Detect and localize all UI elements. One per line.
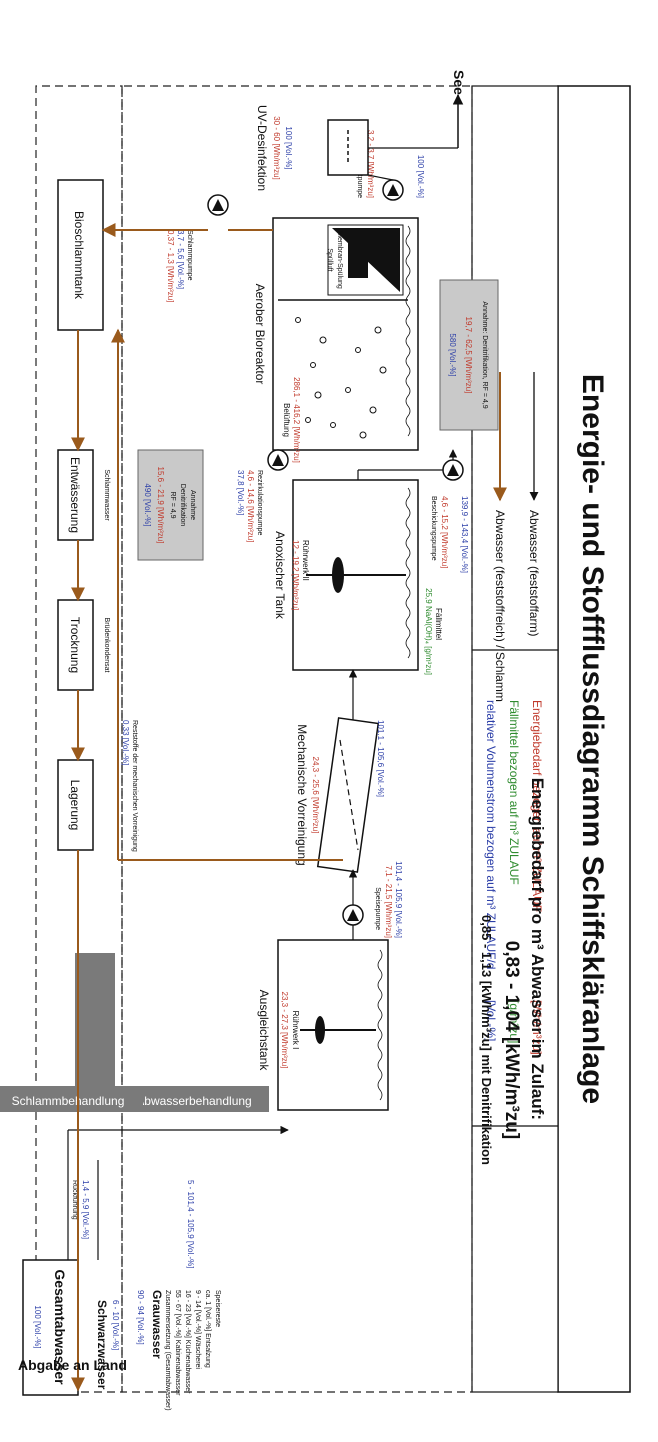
screen-energy: 24,3 - 25,6 [Wh/m³zu] [311,757,320,834]
screen-out-vol: 101,1 - 105,6 [Vol.-%] [376,720,385,797]
legend-volume-unit: [Vol.-%] [484,1000,498,1041]
membrane-label: Membran-Spülung [336,231,343,289]
svg-text:19,7 - 62,5 [Wh/m³zu]: 19,7 - 62,5 [Wh/m³zu] [464,317,473,394]
grey-water-title: Grauwasser [150,1290,164,1359]
svg-text:Speisereste: Speisereste [214,1290,221,1327]
mechanical-screen [316,717,380,873]
screen-name: Mechanische Vorreinigung [295,724,309,865]
to-tank-flow: 5 - 101,4 - 105,9 [Vol.-%] [186,1180,195,1269]
section-label-box [75,953,115,1103]
bio-feed-pump-label: Beschickungspumpe [430,496,437,561]
filtrate-label: Schlammwasser [103,469,110,521]
legend-volume: relativer Volumenstrom bezogen auf m³ ZU… [484,700,498,969]
mixer-i-icon [315,1016,325,1044]
sludge-pump-vol: 3,7 - 5,6 [Vol.-%] [176,230,185,289]
tank-name: Ausgleichstank [257,990,271,1072]
uv-vol: 100 [Vol.-%] [284,126,293,169]
uv-energy: 30 - 60 [Wh/m³zu] [272,116,281,180]
mixer-ii-icon [332,557,344,593]
legend-wastewater: Abwasser (feststoffarm) [527,510,541,636]
svg-text:55 - 67 [Vol.-%] Kabinenabwas: 55 - 67 [Vol.-%] Kabinenabwasser [174,1290,181,1396]
drying-name: Trocknung [68,617,82,673]
membrane-text: Spülluft [326,248,333,271]
aeration-bubbles [295,317,387,439]
svg-text:ca. 1 [Vol.-%] Entsalzung: ca. 1 [Vol.-%] Entsalzung [204,1290,211,1368]
recirc-pump-label: Rezirkulationspumpe [256,470,263,535]
condensate-label: Brüdenkondensat [103,618,110,673]
recirc-vol: 37,8 [Vol.-%] [236,470,245,515]
floc-label: Fällmittel [434,608,443,640]
legend-sludge: Abwasser (feststoffreich) / Schlamm [493,510,507,702]
section-wastewater-tag: Abwasserbehandlung [119,1086,269,1112]
svg-text:Annahme: Annahme [189,490,196,520]
mixer-i-label: Rührwerk I [291,1011,300,1050]
feed-pump-label: Speisepumpe [374,887,381,930]
section-sludge-tag: Schlammbehandlung [0,1086,143,1112]
legend-energy: Energiebedarf bezogen auf m³ ZULAUF [530,700,544,912]
mixer-ii-energy: 12 - 19,2 [Wh/m³zu] [291,540,300,610]
permeate-vol: 100 [Vol.-%] [416,155,425,198]
anoxic-name: Anoxischer Tank [273,531,287,620]
grey-water-val: 90 - 94 [Vol.-%] [136,1290,145,1345]
bio-name: Aerober Bioreaktor [253,284,267,385]
screen-sludge-label: Reststoffe der mechanischen Vorreinigung [131,720,138,852]
storage-name: Lagerung [68,780,82,831]
sea-label: See [451,70,467,95]
legend-floc-unit: [g/m³zu] [507,1000,521,1043]
mixer-ii-label: Rührwerk II [301,540,310,581]
svg-text:Abwasserbehandlung: Abwasserbehandlung [136,1094,251,1108]
sludge-section [35,85,123,1393]
summary-line2: 0,83 - 1,04 [kWh/m³zu] [501,941,522,1140]
svg-text:Schlammbehandlung: Schlammbehandlung [12,1094,125,1108]
recycle-label: Rückführung [71,1180,78,1220]
aeration-energy: 286,1 - 416,2 [Wh/m³zu] [292,377,301,463]
svg-text:15,6 - 21,9 [Wh/m³zu]: 15,6 - 21,9 [Wh/m³zu] [156,467,165,544]
aeration-label: Belüftung [282,403,291,437]
sludge-tank [57,179,104,331]
floc-dose: 25,9 NaAl(OH)₄ [g/m³zu] [424,588,433,675]
bio-in-vol: 139,9 - 143,4 [Vol.-%] [460,496,469,573]
legend-energy-unit: [Wh/m³zu] [530,1000,544,1055]
black-water-val: 6 - 10 [Vol.-%] [111,1300,120,1350]
dewatering-name: Entwässerung [68,457,82,533]
influent-box [22,1259,79,1396]
anox-note-box: Annahme Denitrifikation RF = 4,9 15,6 - … [137,449,204,561]
sludge-pump-energy: 0,37 - 1,3 [Wh/m³zu] [166,230,175,302]
uv-name: UV-Desinfektion [255,105,269,191]
svg-text:16 - 23 [Vol.-%] Küchenabwass: 16 - 23 [Vol.-%] Küchenabwasser [184,1290,191,1394]
svg-text:490 [Vol.-%]: 490 [Vol.-%] [143,483,152,526]
permeate-energy: 3,2 - 3,7 [Wh/m³zu] [366,130,375,198]
recirc-energy: 4,6 - 14,6 [Wh/m³zu] [246,470,255,542]
after-tank-energy: 7,1 - 21,5 [Wh/m³zu] [384,866,393,938]
summary-line1: Energiebedarf pro m³ Abwasser im Zulauf: [528,778,547,1120]
bio-in-energy: 4,6 - 15,2 [Wh/m³zu] [440,496,449,568]
after-tank-vol: 101,4 - 105,9 [Vol.-%] [394,861,403,938]
land-label: Abgabe an Land [18,1357,127,1373]
mixer-i-energy: 23,3 - 27,3 [Wh/m³zu] [280,992,289,1069]
svg-text:580 [Vol.-%]: 580 [Vol.-%] [448,333,457,376]
svg-text:RF = 4,9: RF = 4,9 [169,491,176,518]
recycle-vol: 1,4 - 5,9 [Vol.-%] [81,1180,90,1239]
bio-note-box: Annahme: Denitrifikation, RF = 4,9 19,7 … [439,279,499,431]
influent-title: Gesamtabwasser [52,1269,68,1385]
black-water-title: Schwarzwasser [95,1300,109,1390]
screen-sludge-vol: 0,33 [Vol.-%] [121,720,130,765]
svg-text:Denitrifikation: Denitrifikation [179,484,186,527]
grey-sources: Zusammensetzung (Gesamtabwasser) 55 - 67… [164,1290,221,1411]
summary-line3: 0,85 - 1,13 [kWh/m³zu] mit Denitrifikati… [479,915,494,1165]
svg-text:Annahme: Denitrifikation, RF =: Annahme: Denitrifikation, RF = 4,9 [481,301,488,408]
sludge-tank-name: Bioschlammtank [72,211,86,300]
svg-text:Zusammensetzung (Gesamtabwasse: Zusammensetzung (Gesamtabwasser) [164,1290,171,1411]
legend-floc: Fällmittel bezogen auf m³ ZULAUF [507,700,521,885]
equalization-tank [277,939,389,1111]
sludge-pump-label: Schlammpumpe [186,230,193,281]
diagram-title: Energie- und Stoffflussdiagramm Schiffsk… [576,374,609,1104]
influent-total: 100 [Vol.-%] [33,1305,42,1348]
svg-text:9 - 14 [Vol.-%] Wäscherei: 9 - 14 [Vol.-%] Wäscherei [194,1290,201,1369]
